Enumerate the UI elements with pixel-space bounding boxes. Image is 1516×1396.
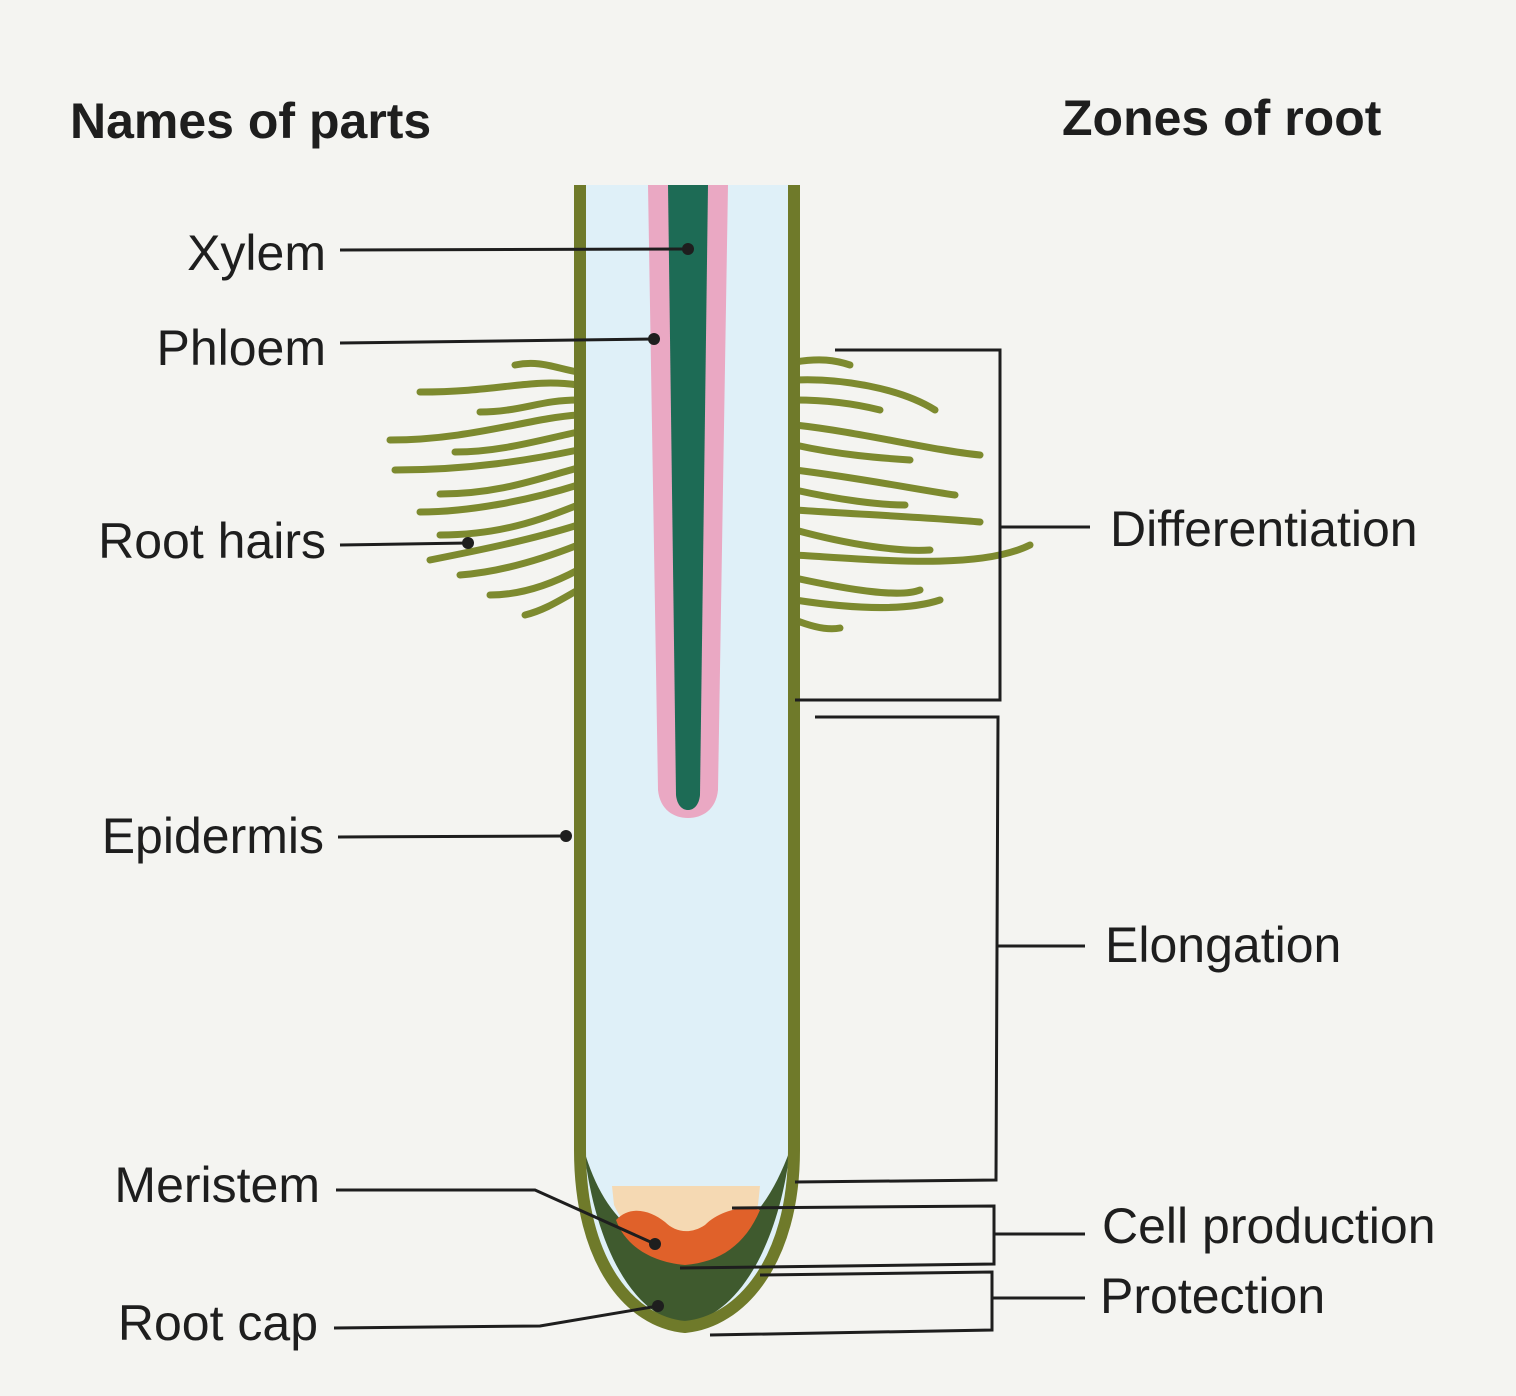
- epidermis-label: Epidermis: [102, 808, 324, 864]
- xylem: [668, 185, 708, 810]
- zone-elongation: Elongation: [794, 715, 1341, 1184]
- root-cap: [584, 1150, 790, 1323]
- part-phloem: Phloem: [156, 320, 660, 376]
- root-cap-label: Root cap: [118, 1295, 318, 1351]
- xylem-label: Xylem: [187, 225, 326, 281]
- zone-differentiation: Differentiation: [795, 348, 1418, 702]
- zones-of-root-heading: Zones of root: [1062, 90, 1382, 146]
- part-xylem: Xylem: [187, 225, 694, 281]
- part-meristem: Meristem: [114, 1157, 661, 1250]
- epidermis: [574, 185, 800, 1334]
- protection-label: Protection: [1100, 1268, 1325, 1324]
- part-epidermis: Epidermis: [102, 808, 572, 864]
- differentiation-label: Differentiation: [1110, 501, 1418, 557]
- phloem-label: Phloem: [156, 320, 326, 376]
- zone-protection: Protection: [709, 1268, 1325, 1337]
- zone-cell-production: Cell production: [679, 1198, 1436, 1270]
- vascular-core: [648, 185, 728, 818]
- root-hairs-label: Root hairs: [98, 513, 326, 569]
- elongation-label: Elongation: [1105, 917, 1341, 973]
- names-of-parts-heading: Names of parts: [70, 93, 431, 149]
- root-hairs-right: [791, 356, 1034, 633]
- meristem: [616, 1208, 760, 1265]
- part-root-cap: Root cap: [118, 1295, 664, 1351]
- part-root-hairs: Root hairs: [98, 513, 474, 569]
- meristem-label: Meristem: [114, 1157, 320, 1213]
- root-hairs-left: [386, 359, 582, 619]
- cell-production-label: Cell production: [1102, 1198, 1436, 1254]
